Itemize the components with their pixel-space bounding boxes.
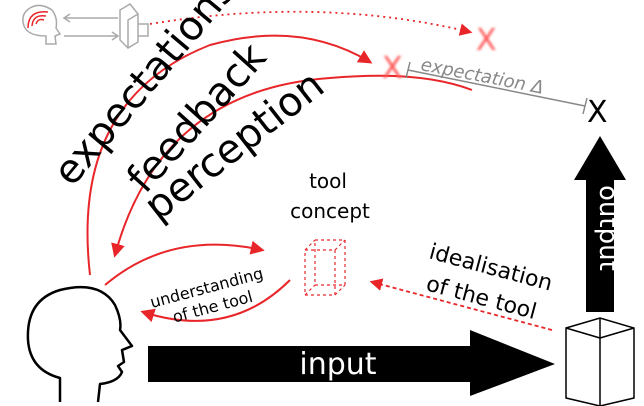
- expected-result-marker: X: [382, 51, 403, 86]
- actual-result-marker: X: [587, 95, 608, 130]
- expectations-arrow: [86, 34, 373, 276]
- head-profile-icon: [26, 285, 134, 403]
- expected-result-marker-top: X: [476, 23, 497, 58]
- small-feedback-arrows-icon: [62, 13, 120, 41]
- expectation-delta-label: expectation Δ: [419, 54, 545, 98]
- small-head-icon: [22, 4, 62, 45]
- expectation-delta-bracket: [405, 61, 588, 115]
- output-label: output: [593, 185, 623, 271]
- feedback-arrow: [111, 74, 473, 258]
- understanding-arrow-bottom: [140, 279, 291, 323]
- tool-block-icon: [565, 317, 635, 406]
- small-tool-icon: [119, 3, 149, 49]
- tool-concept-label-line2: concept: [290, 199, 370, 223]
- idealisation-arrow: [369, 278, 553, 331]
- input-arrow: [148, 330, 555, 396]
- input-label: input: [299, 347, 376, 382]
- tool-concept-label-line1: tool: [309, 169, 347, 193]
- output-arrow: [574, 136, 626, 312]
- tool-concept-box-icon: [304, 239, 346, 296]
- understanding-arrow-top: [104, 240, 265, 286]
